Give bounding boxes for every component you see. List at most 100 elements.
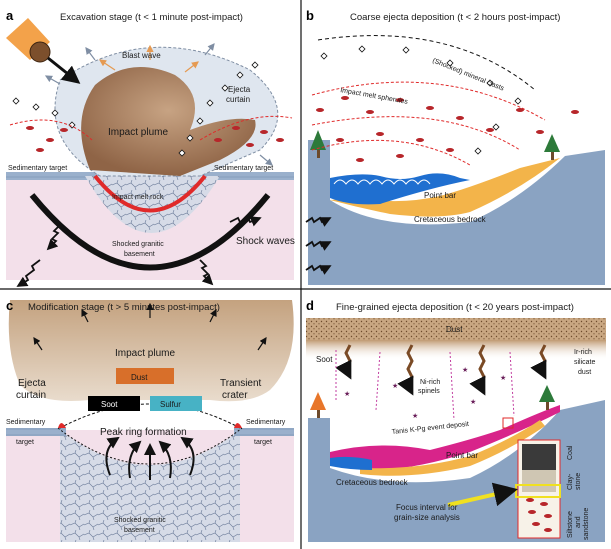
panel-a: a Excavation stage (t < 1 minute post-im… bbox=[6, 8, 295, 287]
impact-plume-label-c: Impact plume bbox=[115, 348, 175, 359]
water bbox=[330, 173, 470, 205]
silt-label-1: Siltstone bbox=[567, 511, 574, 538]
svg-text:★: ★ bbox=[412, 412, 418, 420]
spherules-label: Impact melt spherules bbox=[340, 87, 409, 106]
svg-text:★: ★ bbox=[344, 390, 350, 398]
bedrock-label-b: Cretaceous bedrock bbox=[414, 215, 487, 224]
svg-text:★: ★ bbox=[500, 374, 506, 382]
shock-wave-arrows bbox=[16, 216, 262, 287]
spherule-trajectory-3 bbox=[311, 139, 471, 166]
rim-melt-right bbox=[234, 423, 242, 428]
ir-label-2: silicate bbox=[574, 359, 596, 366]
clasts-b bbox=[320, 45, 522, 155]
panel-a-letter: a bbox=[6, 8, 14, 23]
panel-b-letter: b bbox=[306, 8, 314, 23]
wave-crests bbox=[333, 179, 431, 185]
sed-c-left-1: Sedimentary bbox=[6, 419, 46, 426]
shocked-c-1: Shocked granitic bbox=[114, 517, 166, 524]
peak-ring-label: Peak ring formation bbox=[100, 427, 187, 438]
dust-layer-d bbox=[306, 318, 606, 340]
clast-trajectory bbox=[317, 35, 536, 91]
panel-c-title: Modification stage (t > 5 minutes post-i… bbox=[28, 302, 220, 313]
tree-icon-left bbox=[310, 130, 326, 158]
sed-c-left bbox=[6, 428, 66, 436]
sed-c-right-2: target bbox=[254, 439, 272, 446]
trajectory-right bbox=[199, 115, 293, 141]
ir-label-3: dust bbox=[578, 369, 591, 376]
tanis-label: Tanis K-Pg event deposit bbox=[391, 421, 469, 436]
ejecta-label-1: Ejecta bbox=[228, 85, 251, 94]
svg-text:★: ★ bbox=[470, 398, 476, 406]
clay-label-2: stone bbox=[575, 473, 582, 490]
outcrop-spherules bbox=[526, 498, 552, 532]
panel-a-title: Excavation stage (t < 1 minute post-impa… bbox=[60, 12, 243, 23]
shocked-c-2: basement bbox=[124, 527, 155, 534]
tanis-layer bbox=[330, 405, 560, 470]
sed-c-left-2: target bbox=[16, 439, 34, 446]
spinel-stars: ★ ★ ★ ★ ★ ★ bbox=[344, 366, 506, 420]
valley-wall bbox=[308, 140, 605, 285]
point-bar bbox=[330, 158, 560, 217]
bedrock-label-d: Cretaceous bedrock bbox=[336, 478, 409, 487]
claystone-layer bbox=[522, 470, 556, 492]
point-bar-label-d: Point bar bbox=[446, 451, 478, 460]
svg-text:★: ★ bbox=[462, 366, 468, 374]
impactor-icon bbox=[6, 18, 81, 84]
impact-plume bbox=[81, 67, 256, 176]
clasts-label: (Shocked) mineral clasts bbox=[431, 57, 505, 92]
focus-arrow bbox=[447, 482, 518, 507]
silt-label-2: and bbox=[575, 516, 582, 528]
sed-target-right: Sedimentary target bbox=[214, 165, 273, 172]
transient-c-1: Transient bbox=[220, 378, 262, 389]
dust-fade bbox=[306, 340, 606, 360]
focus-label-2: grain-size analysis bbox=[394, 513, 460, 522]
silt-label-3: sandstone bbox=[583, 508, 590, 540]
shocked-label-2: basement bbox=[124, 251, 155, 258]
shock-front bbox=[29, 193, 271, 271]
ejecta-c-2: curtain bbox=[16, 390, 46, 401]
point-bar-label-b: Point bar bbox=[424, 191, 456, 200]
panel-c-letter: c bbox=[6, 298, 13, 313]
shocked-zone-c bbox=[60, 430, 240, 542]
trajectory-left bbox=[9, 119, 93, 141]
plume-c bbox=[8, 300, 294, 402]
dust-box-c bbox=[116, 368, 174, 384]
panel-d: ★★ ★★ ★★ d Fine-grained ejecta depositio… bbox=[306, 298, 606, 542]
shock-waves-label: Shock waves bbox=[236, 236, 295, 247]
water-d bbox=[330, 456, 372, 470]
burning-tree-right bbox=[539, 385, 555, 410]
panel-d-letter: d bbox=[306, 298, 314, 313]
impact-plume-label: Impact plume bbox=[108, 127, 168, 138]
focus-label-1: Focus interval for bbox=[396, 503, 458, 512]
spinel-paths bbox=[335, 350, 515, 421]
spherule-trajectory-2 bbox=[311, 116, 521, 151]
dust-label-c: Dust bbox=[131, 373, 148, 382]
sulfur-label: Sulfur bbox=[160, 400, 181, 409]
coal-layer bbox=[522, 444, 556, 470]
rim-melt-left bbox=[58, 423, 66, 428]
spherules-b bbox=[316, 96, 579, 162]
plume-arrows-c bbox=[33, 302, 267, 351]
sulfur-box bbox=[150, 396, 202, 411]
soot-label-d: Soot bbox=[316, 355, 333, 364]
ejecta-clasts bbox=[12, 61, 259, 157]
spherules-a bbox=[26, 126, 284, 152]
panel-c: c Modification stage (t > 5 minutes post… bbox=[6, 298, 294, 542]
melt-lining bbox=[93, 174, 207, 213]
sed-c-right bbox=[234, 428, 294, 436]
panel-b: b Coarse ejecta deposition (t < 2 hours … bbox=[305, 8, 605, 285]
transient-c-2: crater bbox=[222, 390, 248, 401]
peak-ring-arrows bbox=[105, 436, 195, 480]
shocked-label-1: Shocked granitic bbox=[112, 241, 164, 248]
svg-text:★: ★ bbox=[392, 382, 398, 390]
panel-b-title: Coarse ejecta deposition (t < 2 hours po… bbox=[350, 12, 560, 23]
ejecta-c-1: Ejecta bbox=[18, 378, 46, 389]
dust-fall-arrows bbox=[335, 344, 547, 396]
ni-label-2: spinels bbox=[418, 388, 440, 395]
sed-c-right-1: Sedimentary bbox=[246, 419, 286, 426]
soot-box bbox=[88, 396, 140, 411]
sed-target-left: Sedimentary target bbox=[8, 165, 67, 172]
clay-label-1: Clay- bbox=[567, 473, 574, 490]
melt-rock-label: Impact melt rock bbox=[112, 194, 164, 201]
